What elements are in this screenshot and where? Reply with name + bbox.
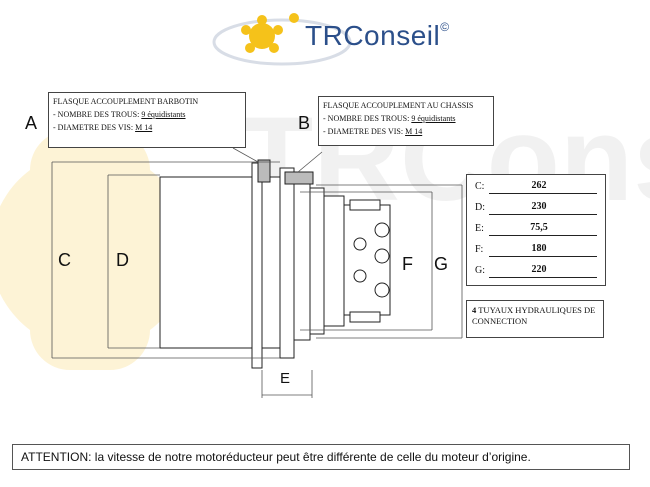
pipes-text: TUYAUX HYDRAULIQUES DE CONNECTION xyxy=(472,305,596,326)
chassis-callout: FLASQUE ACCOUPLEMENT AU CHASSIS - NOMBRE… xyxy=(318,96,494,146)
dimension-key: G: xyxy=(475,265,485,276)
label-c: C xyxy=(58,250,71,270)
brand-name: TRConseil© xyxy=(305,20,450,51)
label-d: D xyxy=(116,250,129,270)
barbotin-holes-value: 9 équidistants xyxy=(141,110,186,119)
barbotin-title: FLASQUE ACCOUPLEMENT BARBOTIN xyxy=(53,97,199,106)
dimension-key: F: xyxy=(475,244,484,255)
dimension-row: F: 180 xyxy=(475,243,603,258)
chassis-holes-label: - NOMBRE DES TROUS: xyxy=(323,114,410,123)
barbotin-screw-label: - DIAMETRE DES VIS: xyxy=(53,123,134,132)
watermark-gear-icon xyxy=(0,130,190,370)
dimension-value: 180 xyxy=(531,243,547,254)
label-a: A xyxy=(25,113,38,133)
dimension-key: D: xyxy=(475,202,485,213)
dimensions-table: C: 262 D: 230 E: 75,5 F: 180 G: 220 xyxy=(466,174,606,286)
dimension-row: D: 230 xyxy=(475,201,603,216)
label-e: E xyxy=(280,370,291,387)
chassis-screw-value: M 14 xyxy=(405,127,423,136)
barbotin-screw-value: M 14 xyxy=(135,123,153,132)
pipes-note: 4 TUYAUX HYDRAULIQUES DE CONNECTION xyxy=(466,300,604,338)
label-b: B xyxy=(298,113,311,133)
label-g: G xyxy=(434,254,449,274)
dimension-key: E: xyxy=(475,223,484,234)
brand-logo xyxy=(212,13,352,66)
barbotin-callout: FLASQUE ACCOUPLEMENT BARBOTIN - NOMBRE D… xyxy=(48,92,246,148)
chassis-flange xyxy=(279,167,295,359)
motor-drawing xyxy=(51,147,463,398)
dimension-value: 230 xyxy=(531,201,547,212)
chassis-title: FLASQUE ACCOUPLEMENT AU CHASSIS xyxy=(323,101,474,110)
hydraulic-block xyxy=(323,195,345,327)
dimension-key: C: xyxy=(475,181,485,192)
dimension-row: E: 75,5 xyxy=(475,222,603,237)
motor-body xyxy=(159,176,253,349)
chassis-screw-label: - DIAMETRE DES VIS: xyxy=(323,127,404,136)
pipes-count: 4 xyxy=(472,305,477,315)
dimension-value: 262 xyxy=(531,180,547,191)
dimension-value: 220 xyxy=(531,264,547,275)
dimension-row: G: 220 xyxy=(475,264,603,279)
dimension-row: C: 262 xyxy=(475,180,603,195)
attention-notice: ATTENTION: la vitesse de notre motoréduc… xyxy=(12,444,630,470)
dimension-value: 75,5 xyxy=(530,222,548,233)
barbotin-holes-label: - NOMBRE DES TROUS: xyxy=(53,110,140,119)
chassis-holes-value: 9 équidistants xyxy=(411,114,456,123)
barbotin-flange xyxy=(251,162,263,369)
label-f: F xyxy=(402,254,413,274)
gear-logo-icon xyxy=(241,13,299,53)
